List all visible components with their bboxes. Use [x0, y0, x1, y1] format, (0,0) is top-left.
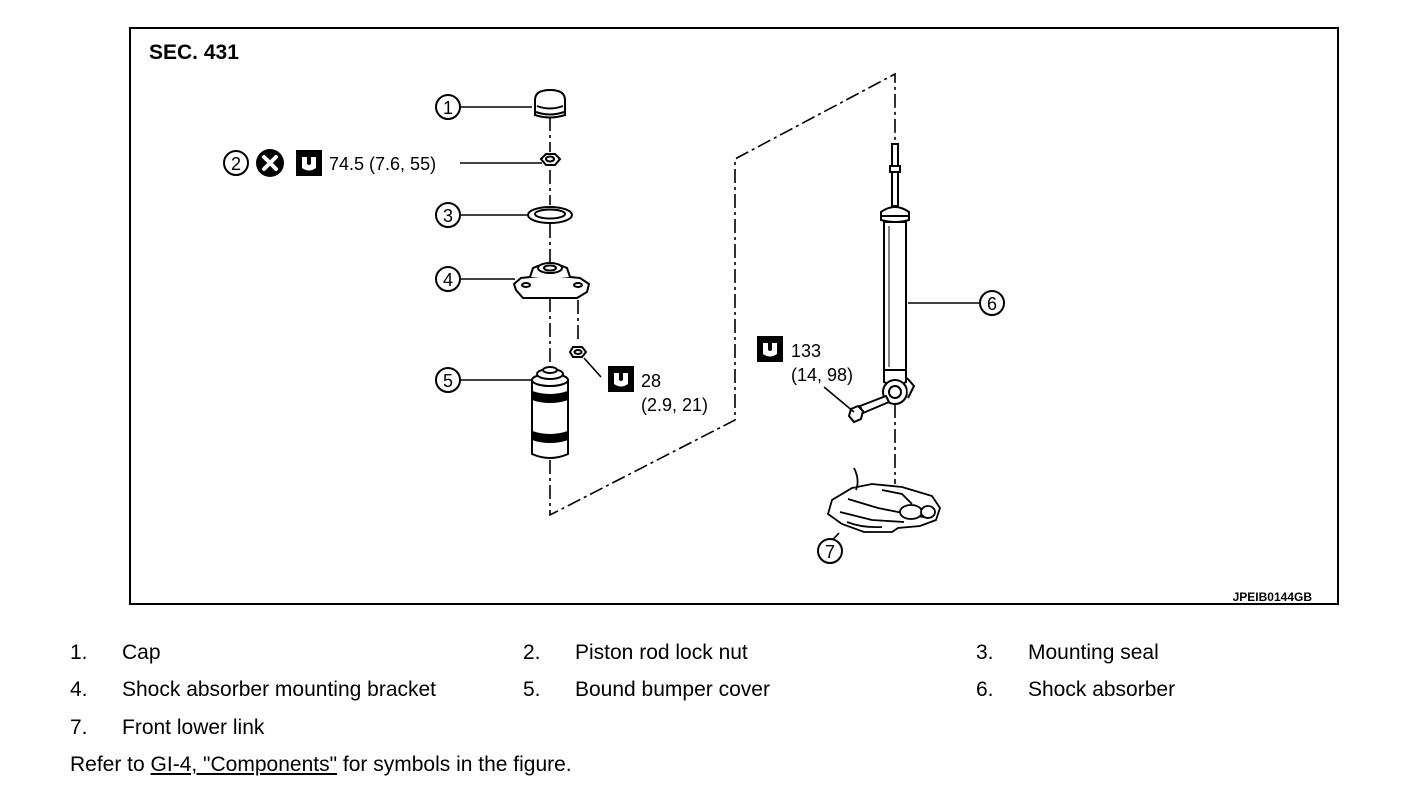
bracket-nut-part — [568, 346, 588, 358]
torque-value-bolt-nm: 133 — [791, 341, 821, 361]
reference-prefix: Refer to — [70, 753, 151, 776]
section-label: SEC. 431 — [149, 41, 239, 64]
callout-2 — [223, 150, 249, 176]
torque-value-nut: 74.5 (7.6, 55) — [329, 154, 436, 174]
callout-6 — [979, 290, 1005, 316]
torque-value-bracket-alt: (2.9, 21) — [641, 395, 708, 415]
legend-text: Front lower link — [122, 716, 265, 739]
diagram-canvas: SEC. 431 — [149, 41, 1313, 603]
figure-code: JPEIB0144GB — [1233, 590, 1313, 603]
legend-number: 7. — [70, 716, 88, 739]
components-link[interactable]: GI-4, "Components" — [150, 753, 338, 776]
legend-number: 2. — [523, 641, 541, 664]
legend-text: Cap — [122, 641, 161, 664]
legend-number: 6. — [976, 678, 994, 701]
bolt-part — [847, 394, 891, 424]
callout-1 — [435, 94, 461, 120]
callout-5 — [435, 367, 461, 393]
callout-7-label: 7 — [825, 542, 835, 562]
legend-number: 1. — [70, 641, 88, 664]
cap-part — [534, 88, 566, 119]
torque-icon-nut — [296, 150, 322, 176]
legend-number: 3. — [976, 641, 994, 664]
legend-text: Bound bumper cover — [575, 678, 770, 701]
front-lower-link-part — [826, 467, 941, 533]
callout-1-label: 1 — [443, 98, 453, 118]
callout-3-label: 3 — [443, 206, 453, 226]
legend-text: Mounting seal — [1028, 641, 1159, 664]
legend-number: 4. — [70, 678, 88, 701]
callout-6-label: 6 — [987, 294, 997, 314]
callouts: 1 2 3 4 5 6 7 — [223, 94, 1005, 564]
bound-bumper-part — [531, 366, 569, 459]
callout-3 — [435, 202, 461, 228]
reference-suffix: for symbols in the figure. — [337, 753, 572, 776]
do-not-reuse-icon — [256, 149, 284, 177]
callout-5-label: 5 — [443, 371, 453, 391]
legend-text: Shock absorber mounting bracket — [122, 678, 437, 701]
reference-note: Refer to GI-4, "Components" for symbols … — [70, 753, 572, 777]
shock-absorber-part — [880, 143, 916, 405]
torque-icon-bracket — [608, 366, 634, 392]
callout-7 — [817, 538, 843, 564]
callout-4 — [435, 266, 461, 292]
mounting-seal-part — [527, 206, 573, 224]
mounting-bracket-part — [512, 262, 591, 299]
torque-value-bolt-alt: (14, 98) — [791, 365, 853, 385]
torque-icon-bolt — [757, 336, 783, 362]
legend-text: Shock absorber — [1028, 678, 1176, 701]
exploded-diagram: SEC. 431 — [129, 27, 1339, 605]
callout-2-label: 2 — [231, 154, 241, 174]
lock-nut-part — [539, 153, 562, 166]
legend-text: Piston rod lock nut — [575, 641, 748, 664]
torque-value-bracket-nm: 28 — [641, 371, 661, 391]
legend-number: 5. — [523, 678, 541, 701]
callout-4-label: 4 — [443, 270, 453, 290]
assembly-lines — [549, 72, 896, 517]
